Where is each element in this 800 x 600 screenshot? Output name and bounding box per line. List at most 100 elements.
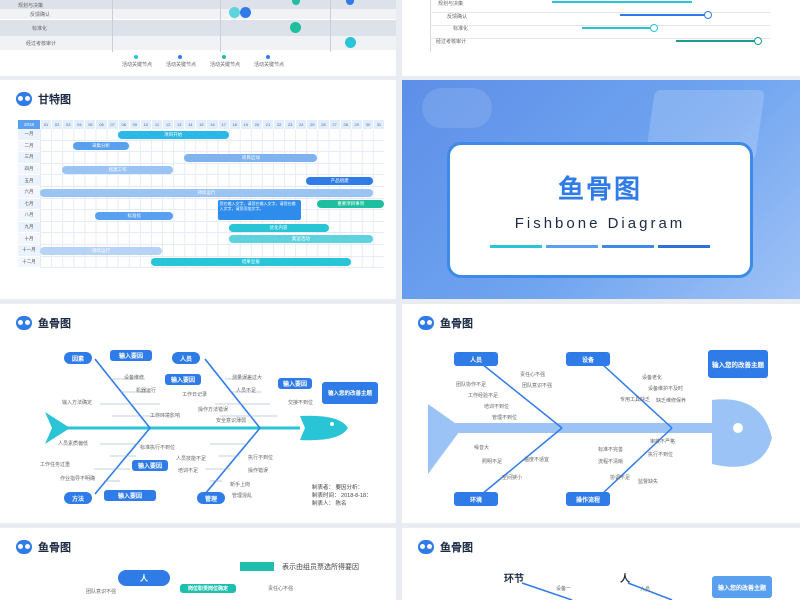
day-header: 18 — [228, 120, 240, 129]
day-header: 20 — [250, 120, 262, 129]
row-label: 规划与决策 — [18, 3, 44, 9]
slide-title: 鱼骨图 — [38, 318, 71, 330]
gantt-row — [40, 198, 384, 211]
milestone-dot — [346, 0, 354, 5]
gantt-bar[interactable]: 采集分析 — [73, 142, 129, 151]
slide-title: 鱼骨图 — [440, 542, 473, 554]
fishbone-diagram — [428, 363, 772, 495]
slide-fishbone-1[interactable]: 鱼骨图 因素 人员 方法 管理 输入要因 输入要因 输入要因 输入要因 输入要因… — [0, 304, 396, 523]
category-box: 因素 — [64, 352, 92, 364]
legend-label: 活动关键节点 — [166, 62, 197, 68]
fishbone-diagram — [45, 358, 348, 495]
gantt-row — [40, 140, 384, 153]
gantt-bar[interactable]: 产品组建 — [306, 177, 373, 186]
month-label: 七月 — [18, 198, 40, 211]
cause-box: 输入要因 — [104, 490, 156, 501]
cause-text: 执行不到位 — [648, 452, 674, 458]
cause-text: 新手上岗 — [230, 482, 251, 488]
gantt-bar[interactable]: 结果呈报 — [150, 258, 351, 267]
category-box: 设备 — [566, 352, 610, 366]
milestone-dot — [345, 37, 356, 48]
logo-icon — [16, 316, 32, 330]
cause-text: 责任心不强 — [520, 372, 546, 378]
gantt-bar[interactable]: 持续运行 — [40, 188, 373, 197]
cause-text: 温度不适宜 — [524, 457, 550, 463]
month-label: 二月 — [18, 140, 40, 153]
month-label: 八月 — [18, 210, 40, 222]
gantt-bar[interactable]: 持续运行 — [40, 246, 163, 255]
slide-progress-table[interactable]: 规划与决策 反馈确认 标准化 经过考核审计 活动关键节点 活动关键节点 活动关键… — [0, 0, 396, 76]
cause-text: 协调不足 — [610, 475, 631, 481]
gantt-bar[interactable]: 搭建工作 — [62, 165, 174, 174]
cause-text: 流程不清晰 — [598, 459, 624, 465]
slide-timeline[interactable]: 规划与决策 反馈确认 标准化 经过考核审计 — [402, 0, 800, 76]
gantt-bar[interactable]: 项目开始 — [117, 130, 229, 139]
legend-swatch — [240, 562, 274, 571]
month-label: 三月 — [18, 152, 40, 164]
day-header: 10 — [139, 120, 151, 129]
slide-fishbone-4[interactable]: 鱼骨图 环节 人 输入您的改善主题 设备一 人员 — [402, 528, 800, 600]
day-header: 15 — [195, 120, 207, 129]
row-label: 反馈确认 — [447, 14, 468, 20]
cause-text: 标准执行不到位 — [140, 445, 176, 451]
cause-text: 工作日记录 — [182, 392, 208, 398]
day-header: 17 — [217, 120, 229, 129]
cause-text: 人员不足 — [236, 388, 257, 394]
category-box: 管理 — [197, 492, 225, 504]
gantt-bar[interactable]: 重要项目事项 — [317, 200, 384, 209]
fishbone-fragment — [521, 582, 673, 600]
day-header: 27 — [328, 120, 340, 129]
gantt-bar[interactable]: 优化内容 — [228, 223, 329, 232]
category-label: 环节 — [504, 574, 524, 585]
category-box: 环境 — [454, 492, 498, 506]
cause-text: 培训不到位 — [484, 404, 510, 410]
fish-head-label: 输入您的改善主题 — [708, 350, 768, 378]
cause-text: 工作环境影响 — [150, 413, 181, 419]
main-title: 鱼骨图 — [557, 174, 642, 204]
milestone-dot — [240, 7, 251, 18]
gantt-row — [40, 175, 384, 187]
slide-fishbone-2[interactable]: 鱼骨图 人员 设备 环境 操作流程 输入您的改善主题 责任心不强 团队意识不强 … — [402, 304, 800, 523]
legend-dot — [222, 55, 226, 59]
day-header: 07 — [106, 120, 118, 129]
gantt-bar[interactable]: 标准化 — [95, 212, 174, 220]
slide-fishbone-3[interactable]: 鱼骨图 表示由组员票选所得要因 人 岗位职责岗位确定 团队意识不强 责任心不强 — [0, 528, 396, 600]
month-label: 一月 — [18, 129, 40, 141]
timeline-bar — [582, 27, 654, 29]
slide-header: 鱼骨图 — [16, 539, 71, 555]
cause-text: 操作错误 — [248, 468, 269, 474]
day-header: 13 — [173, 120, 185, 129]
fish-head-label: 输入您的改善主题 — [712, 576, 772, 598]
timeline-bar — [676, 40, 758, 42]
legend-label: 活动关键节点 — [254, 62, 285, 68]
gantt-row — [40, 245, 384, 257]
cause-text: 操作方法错误 — [198, 407, 229, 413]
slide-title: 鱼骨图 — [440, 318, 473, 330]
gantt-bar[interactable]: 奥运活动 — [228, 235, 373, 244]
cause-text: 团队协作不足 — [456, 382, 487, 388]
gantt-bar[interactable]: 项目启动 — [184, 154, 318, 162]
cause-text: 培训不足 — [178, 468, 199, 474]
day-header: 12 — [162, 120, 174, 129]
info-text: 制表者： 要因分析： — [312, 485, 364, 491]
day-header: 25 — [306, 120, 318, 129]
day-header: 31 — [372, 120, 384, 129]
category-label: 人 — [620, 574, 630, 585]
row-label: 经过考核审计 — [26, 41, 57, 47]
milestone-dot — [292, 0, 300, 5]
slide-title: 甘特图 — [38, 94, 71, 106]
day-header: 14 — [184, 120, 196, 129]
timeline-node — [650, 24, 658, 32]
fish-head-label: 输入您的改善主题 — [322, 382, 378, 404]
cause-text: 作业指导不明确 — [60, 476, 96, 482]
legend-label: 活动关键节点 — [210, 62, 241, 68]
table-row — [0, 20, 396, 36]
slide-fishbone-title[interactable]: 鱼骨图 Fishbone Diagram — [402, 80, 800, 299]
cause-text: 噪音大 — [474, 445, 490, 451]
info-text: 制表人： 陈名 — [312, 501, 347, 507]
cause-text: 管理混乱 — [232, 493, 253, 499]
info-text: 制表时间： 2018-8-18： — [312, 493, 372, 499]
timeline-node — [754, 37, 762, 45]
slide-header: 鱼骨图 — [16, 315, 71, 331]
